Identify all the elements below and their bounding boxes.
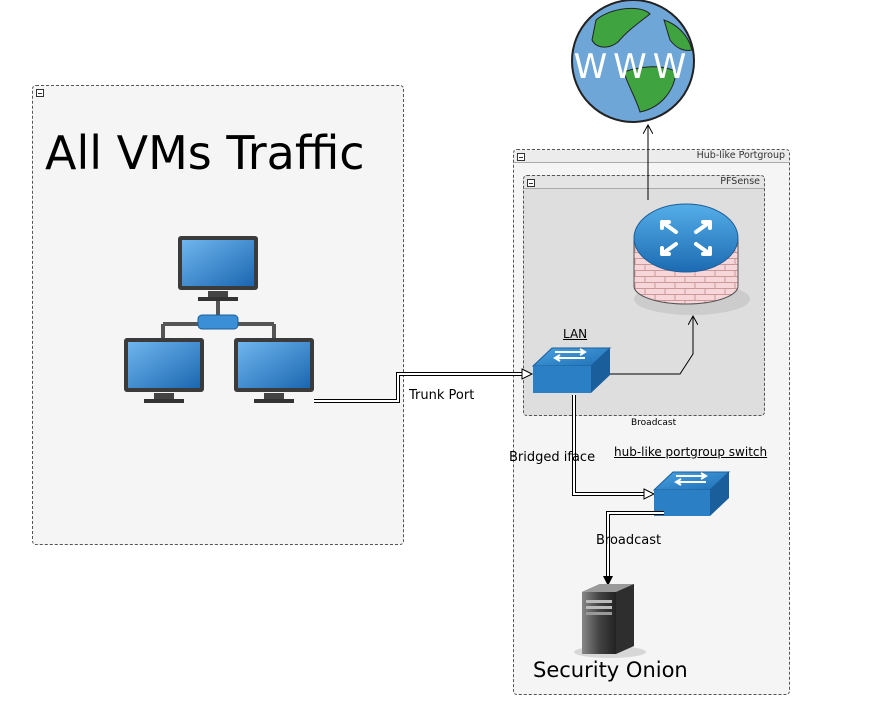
vms-group-title: All VMs Traffic — [45, 126, 365, 180]
hub-switch-icon — [652, 471, 731, 516]
bridged-iface-label: Bridged iface — [509, 450, 596, 465]
collapse-button[interactable] — [36, 89, 44, 97]
pfsense-title: PFSense — [720, 176, 760, 187]
hub-portgroup-title: Hub-like Portgroup — [696, 150, 785, 161]
lan-switch-icon — [531, 347, 612, 393]
server-icon — [574, 584, 646, 658]
bridged-iface-connector — [572, 395, 656, 500]
monitor-icon — [178, 236, 258, 301]
lan-label: LAN — [563, 327, 588, 341]
pfsense-broadcast-label: Broadcast — [631, 418, 677, 428]
group-header — [524, 176, 764, 189]
broadcast-label: Broadcast — [596, 533, 662, 548]
trunk-port-connector — [314, 368, 534, 403]
security-onion-label: Security Onion — [533, 658, 688, 682]
monitor-icon — [234, 338, 314, 403]
trunk-port-label: Trunk Port — [409, 388, 475, 403]
globe-label: WWW — [574, 47, 693, 87]
hub-switch-label: hub-like portgroup switch — [614, 445, 768, 459]
router-firewall-icon — [633, 203, 750, 315]
group-header — [514, 150, 789, 163]
collapse-button[interactable] — [527, 179, 535, 187]
vm-network-icon — [124, 236, 314, 403]
globe-icon: WWW — [571, 0, 695, 123]
collapse-button[interactable] — [517, 153, 525, 161]
monitor-icon — [124, 338, 204, 403]
lan-router-connector — [608, 316, 693, 375]
broadcast-connector — [603, 511, 664, 586]
